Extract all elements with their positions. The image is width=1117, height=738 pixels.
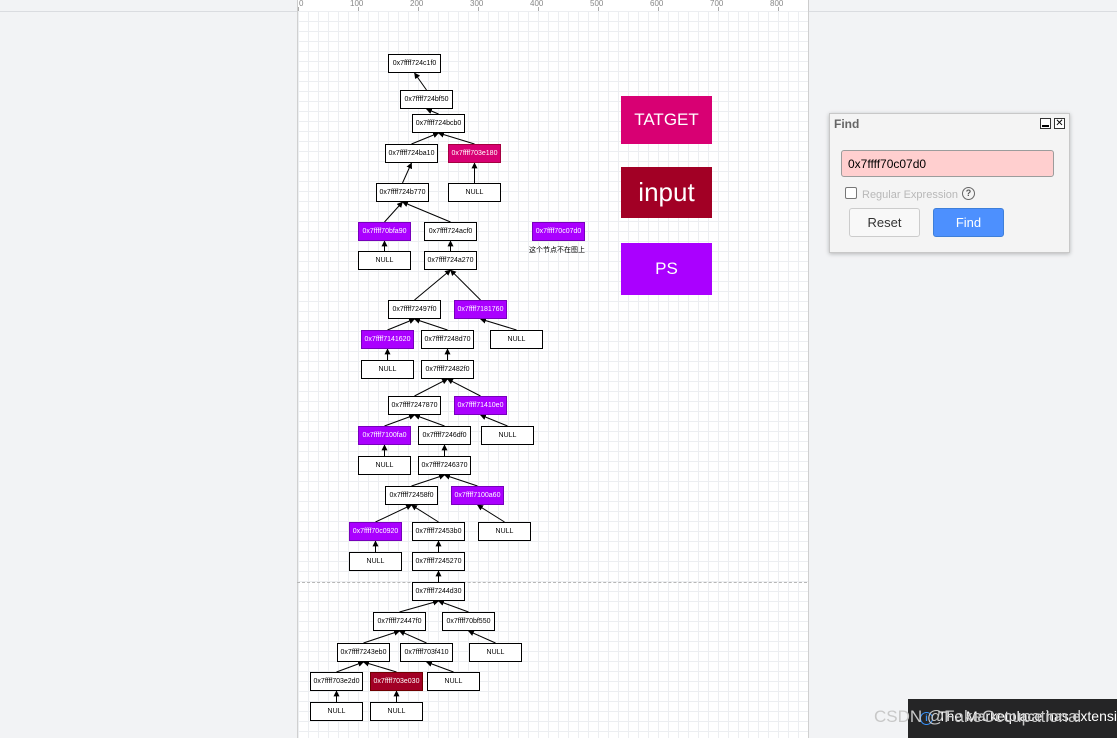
diagram-node[interactable]: 0x7ffff703e030 <box>370 672 423 691</box>
ruler-tick <box>298 7 299 11</box>
diagram-node[interactable]: 0x7ffff724b770 <box>376 183 429 202</box>
diagram-node[interactable]: NULL <box>481 426 534 445</box>
diagram-node[interactable]: 0x7ffff70bfa90 <box>358 222 411 241</box>
ruler-tick <box>778 7 779 11</box>
diagram-node[interactable]: 0x7ffff724bf50 <box>400 90 453 109</box>
ruler-strip: 0 100 200 300 400 500 600 700 800 <box>297 0 809 11</box>
notification-toast[interactable]: i The Marketplace has extensions <box>908 699 1117 738</box>
diagram-node[interactable]: NULL <box>358 456 411 475</box>
diagram-node[interactable]: NULL <box>478 522 531 541</box>
find-dialog: Find ✕ 0x7ffff70c07d0 Regular Expression… <box>829 113 1070 253</box>
diagram-node[interactable]: NULL <box>370 702 423 721</box>
diagram-node[interactable]: 0x7ffff7141620 <box>361 330 414 349</box>
diagram-node[interactable]: 0x7ffff703e2d0 <box>310 672 363 691</box>
diagram-node[interactable]: 0x7ffff72453b0 <box>412 522 465 541</box>
find-search-input[interactable]: 0x7ffff70c07d0 <box>841 150 1054 177</box>
diagram-node[interactable]: 0x7ffff7248d70 <box>421 330 474 349</box>
node-note: 这个节点不在图上 <box>529 246 585 254</box>
diagram-node[interactable]: 0x7ffff7244d30 <box>412 582 465 601</box>
ruler-tick-label: 600 <box>650 0 664 8</box>
diagram-node[interactable]: NULL <box>358 251 411 270</box>
diagram-node[interactable]: 0x7ffff72458f0 <box>385 486 438 505</box>
notification-text: The Marketplace has extensions <box>938 708 1117 724</box>
find-dialog-title: Find <box>834 117 860 131</box>
ruler-tick-label: 0 <box>299 0 304 8</box>
diagram-node[interactable]: 0x7ffff72447f0 <box>373 612 426 631</box>
diagram-node[interactable]: 0x7ffff7181760 <box>454 300 507 319</box>
legend-target[interactable]: TATGET <box>621 96 712 144</box>
diagram-node[interactable]: NULL <box>469 643 522 662</box>
ruler-tick-label: 100 <box>350 0 364 8</box>
diagram-node[interactable]: 0x7ffff724a270 <box>424 251 477 270</box>
ruler-tick <box>598 7 599 11</box>
diagram-node[interactable]: 0x7ffff724ba10 <box>385 144 438 163</box>
diagram-node[interactable]: NULL <box>427 672 480 691</box>
ruler-tick <box>478 7 479 11</box>
diagram-node[interactable]: 0x7ffff7100fa0 <box>358 426 411 445</box>
find-search-value: 0x7ffff70c07d0 <box>848 156 927 171</box>
watermark: CSDN @FakeOccupational <box>874 707 1082 726</box>
legend-input[interactable]: input <box>621 167 712 218</box>
help-icon[interactable]: ? <box>962 187 975 200</box>
diagram-node[interactable]: 0x7ffff7247870 <box>388 396 441 415</box>
diagram-node[interactable]: 0x7ffff7245270 <box>412 552 465 571</box>
page-break-line <box>297 582 807 583</box>
diagram-node[interactable]: NULL <box>448 183 501 202</box>
diagram-node[interactable]: 0x7ffff703e180 <box>448 144 501 163</box>
ruler-tick <box>538 7 539 11</box>
diagram-node[interactable]: 0x7ffff7100a60 <box>451 486 504 505</box>
diagram-node[interactable]: 0x7ffff71410e0 <box>454 396 507 415</box>
diagram-node[interactable]: 0x7ffff724acf0 <box>424 222 477 241</box>
ruler-tick <box>718 7 719 11</box>
legend-ps[interactable]: PS <box>621 243 712 295</box>
diagram-node[interactable]: 0x7ffff70bf550 <box>442 612 495 631</box>
ruler-tick <box>358 7 359 11</box>
legend-ps-label: PS <box>655 259 678 278</box>
diagram-node[interactable]: NULL <box>361 360 414 379</box>
diagram-node[interactable]: NULL <box>490 330 543 349</box>
legend-input-label: input <box>638 177 695 207</box>
info-icon: i <box>920 712 933 725</box>
ruler-tick-label: 400 <box>530 0 544 8</box>
legend-target-label: TATGET <box>634 110 699 129</box>
ruler-tick-label: 700 <box>710 0 724 8</box>
find-button[interactable]: Find <box>933 208 1004 237</box>
diagram-node[interactable]: 0x7ffff703f410 <box>400 643 453 662</box>
diagram-node[interactable]: 0x7ffff72482f0 <box>421 360 474 379</box>
ruler-tick-label: 500 <box>590 0 604 8</box>
minimize-icon[interactable] <box>1040 118 1051 129</box>
diagram-node[interactable]: NULL <box>349 552 402 571</box>
diagram-node[interactable]: 0x7ffff70c0920 <box>349 522 402 541</box>
diagram-node[interactable]: 0x7ffff7243eb0 <box>337 643 390 662</box>
ruler-tick-label: 200 <box>410 0 424 8</box>
diagram-node[interactable]: 0x7ffff724bcb0 <box>412 114 465 133</box>
regex-label: Regular Expression <box>862 189 958 201</box>
ruler-tick-label: 800 <box>770 0 784 8</box>
ruler-tick-label: 300 <box>470 0 484 8</box>
close-icon[interactable]: ✕ <box>1054 118 1065 129</box>
regex-checkbox[interactable] <box>845 187 857 199</box>
diagram-node[interactable]: 0x7ffff724c1f0 <box>388 54 441 73</box>
diagram-node[interactable]: 0x7ffff7246370 <box>418 456 471 475</box>
diagram-node[interactable]: 0x7ffff70c07d0 <box>532 222 585 241</box>
ruler-tick <box>658 7 659 11</box>
ruler-tick <box>418 7 419 11</box>
diagram-node[interactable]: NULL <box>310 702 363 721</box>
diagram-node[interactable]: 0x7ffff72497f0 <box>388 300 441 319</box>
diagram-node[interactable]: 0x7ffff7246df0 <box>418 426 471 445</box>
reset-button[interactable]: Reset <box>849 208 920 237</box>
